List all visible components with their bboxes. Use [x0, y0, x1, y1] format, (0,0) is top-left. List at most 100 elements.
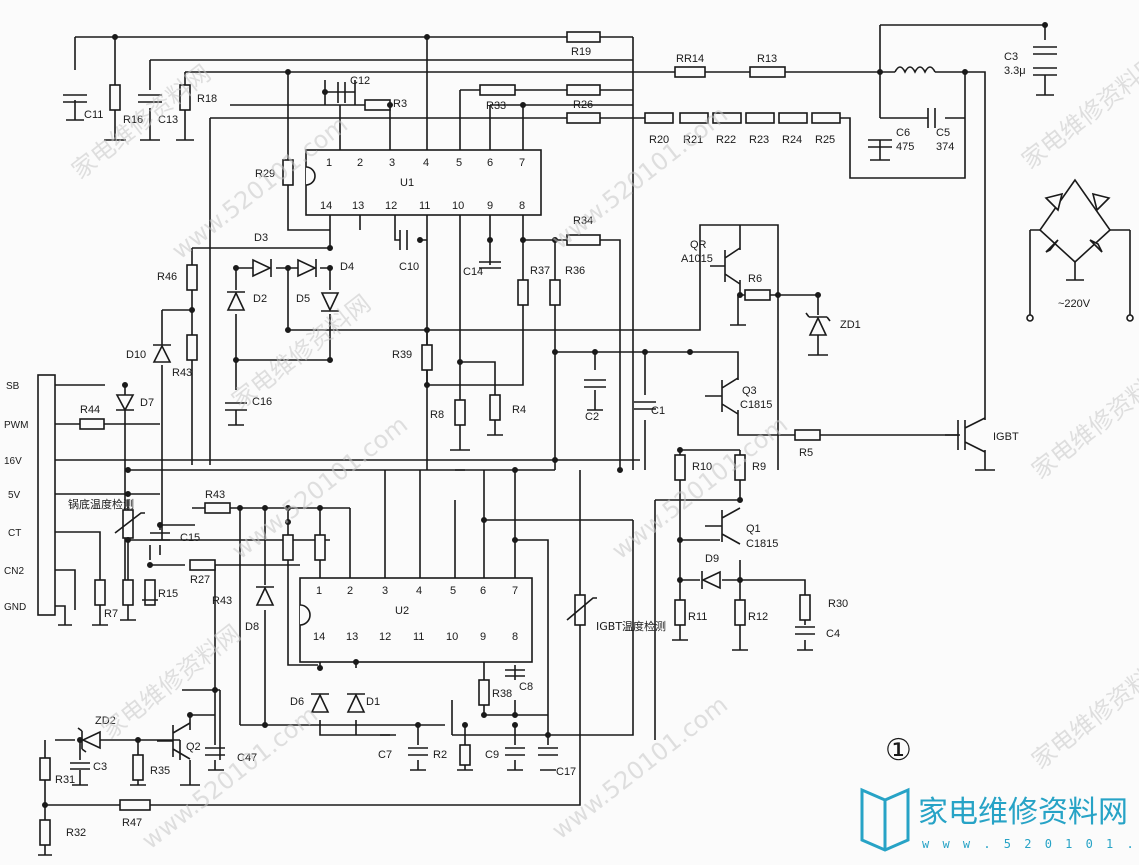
resistor-r43-lower	[204, 502, 231, 514]
resistor-r34	[566, 234, 601, 246]
svg-text:Q2: Q2	[186, 741, 201, 753]
mains-label: ~220V	[1058, 298, 1091, 310]
resistor-r18	[179, 84, 191, 111]
svg-text:R31: R31	[55, 774, 75, 786]
transistor-q2	[157, 722, 191, 760]
svg-text:家电维修资料网: 家电维修资料网	[96, 619, 246, 744]
resistor-r2b	[459, 744, 471, 766]
svg-text:6: 6	[487, 157, 493, 169]
transistor-q1	[705, 507, 741, 545]
svg-text:U1: U1	[400, 177, 414, 189]
svg-text:D3: D3	[254, 232, 268, 244]
svg-text:C12: C12	[350, 75, 370, 87]
svg-text:8: 8	[519, 200, 525, 212]
resistor-r30	[799, 594, 811, 621]
svg-text:D9: D9	[705, 553, 719, 565]
capacitor-c3-top	[1033, 46, 1057, 55]
svg-text:13: 13	[346, 631, 358, 643]
resistor-r24	[778, 112, 808, 124]
svg-text:7: 7	[519, 157, 525, 169]
svg-text:R32: R32	[66, 827, 86, 839]
svg-text:13: 13	[352, 200, 364, 212]
ic-u1	[305, 149, 542, 216]
svg-text:C9: C9	[485, 749, 499, 761]
capacitor-c2	[584, 379, 606, 388]
svg-text:10: 10	[446, 631, 458, 643]
svg-text:D5: D5	[296, 293, 310, 305]
svg-text:C5: C5	[936, 127, 950, 139]
capacitor-c5	[927, 108, 936, 128]
svg-text:C1815: C1815	[746, 538, 778, 550]
svg-text:2: 2	[347, 585, 353, 597]
svg-text:C1815: C1815	[740, 399, 772, 411]
resistor-r37	[517, 279, 529, 306]
resistor-r9	[734, 454, 746, 481]
svg-text:R10: R10	[692, 461, 712, 473]
diode-d2	[226, 291, 246, 311]
svg-text:R47: R47	[122, 817, 142, 829]
zener-zd2	[81, 730, 101, 750]
capacitors	[63, 46, 1057, 770]
resistor-r11	[674, 599, 686, 626]
svg-text:16V: 16V	[4, 456, 22, 467]
svg-text:家电维修资料网: 家电维修资料网	[1026, 359, 1139, 484]
svg-text:Q3: Q3	[742, 385, 757, 397]
connector-labels: SB PWM 16V 5V CT CN2 GND	[4, 381, 28, 613]
svg-text:6: 6	[480, 585, 486, 597]
wiring	[44, 24, 1131, 855]
svg-text:R34: R34	[573, 215, 593, 227]
u2-pin-numbers: 1 2 3 4 5 6 7 14 13 12 11 10 9 8 U2	[313, 585, 518, 643]
resistor-u2-a	[282, 534, 294, 561]
svg-text:R27: R27	[190, 574, 210, 586]
svg-text:家电维修资料网: 家电维修资料网	[1026, 649, 1139, 774]
grounds	[38, 94, 1134, 856]
svg-text:D7: D7	[140, 397, 154, 409]
svg-text:R18: R18	[197, 93, 217, 105]
capacitor-c4	[795, 626, 815, 635]
resistor-r4	[489, 394, 501, 421]
svg-text:4: 4	[423, 157, 429, 169]
svg-text:D4: D4	[340, 261, 354, 273]
ic-u2	[299, 577, 533, 663]
svg-text:家电维修资料网: 家电维修资料网	[66, 59, 216, 184]
resistor-u2-b	[314, 534, 326, 561]
resistor-r15	[144, 579, 156, 606]
resistor-r32	[39, 819, 51, 846]
site-logo: 家电维修资料网 w w w . 5 2 0 1 0 1 . c o m	[860, 787, 1139, 852]
svg-text:12: 12	[385, 200, 397, 212]
figure-number: ①	[885, 733, 912, 768]
svg-text:C3: C3	[93, 761, 107, 773]
svg-text:14: 14	[313, 631, 325, 643]
diode-d6	[310, 693, 330, 713]
svg-text:1: 1	[326, 157, 332, 169]
svg-text:CT: CT	[8, 528, 21, 539]
svg-text:R3: R3	[393, 98, 407, 110]
svg-text:锅底温度检测: 锅底温度检测	[68, 497, 134, 511]
svg-text:8: 8	[512, 631, 518, 643]
svg-text:R38: R38	[492, 688, 512, 700]
resistor-r26	[566, 84, 601, 96]
transistor-labels: QR A1015 Q3 C1815 Q1 C1815 Q2 IGBT	[186, 239, 1019, 753]
svg-text:R9: R9	[752, 461, 766, 473]
logo-url: w w w . 5 2 0 1 0 1 . c o m	[922, 837, 1139, 851]
svg-text:11: 11	[413, 631, 424, 643]
resistor-r46	[186, 264, 198, 291]
svg-text:C1: C1	[651, 405, 665, 417]
svg-text:7: 7	[512, 585, 518, 597]
capacitor-c17	[538, 747, 558, 756]
svg-text:C17: C17	[556, 766, 576, 778]
inductor	[894, 66, 936, 74]
svg-text:R15: R15	[158, 588, 178, 600]
capacitor-c47	[205, 747, 225, 756]
svg-text:3: 3	[389, 157, 395, 169]
svg-text:R35: R35	[150, 765, 170, 777]
resistor-r36	[549, 279, 561, 306]
svg-text:3.3μ: 3.3μ	[1004, 65, 1026, 77]
svg-text:3: 3	[382, 585, 388, 597]
svg-text:D6: D6	[290, 696, 304, 708]
svg-text:www.520101.com: www.520101.com	[136, 700, 323, 854]
capacitor-c13	[138, 94, 162, 103]
svg-text:5: 5	[456, 157, 462, 169]
transistor-q3	[705, 377, 739, 415]
